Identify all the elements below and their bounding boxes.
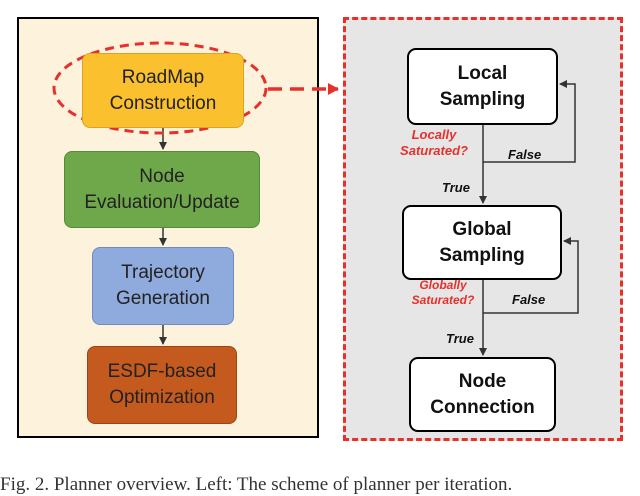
global-sampling-node: Global Sampling — [402, 205, 562, 280]
roadmap-construction-node: RoadMap Construction — [82, 53, 244, 128]
false-label-global: False — [512, 292, 546, 307]
roadmap-highlight-ellipse — [52, 41, 268, 135]
esdf-optimization-node: ESDF-based Optimization — [87, 346, 237, 424]
node-connection-node: Node Connection — [409, 357, 556, 432]
globally-saturated-label: Globally Saturated? — [411, 278, 475, 307]
loop-local-false — [483, 80, 576, 163]
local-sampling-node: Local Sampling — [407, 48, 558, 125]
trajectory-generation-node: Trajectory Generation — [92, 247, 234, 325]
true-label-local: True — [442, 180, 470, 195]
false-label-local: False — [508, 147, 542, 162]
loop-global-false — [483, 237, 579, 314]
locally-saturated-label: Locally Saturated? — [400, 127, 468, 158]
true-label-global: True — [446, 331, 474, 346]
node-evaluation-update-node: Node Evaluation/Update — [64, 151, 260, 228]
figure-caption: Fig. 2. Planner overview. Left: The sche… — [0, 474, 513, 495]
